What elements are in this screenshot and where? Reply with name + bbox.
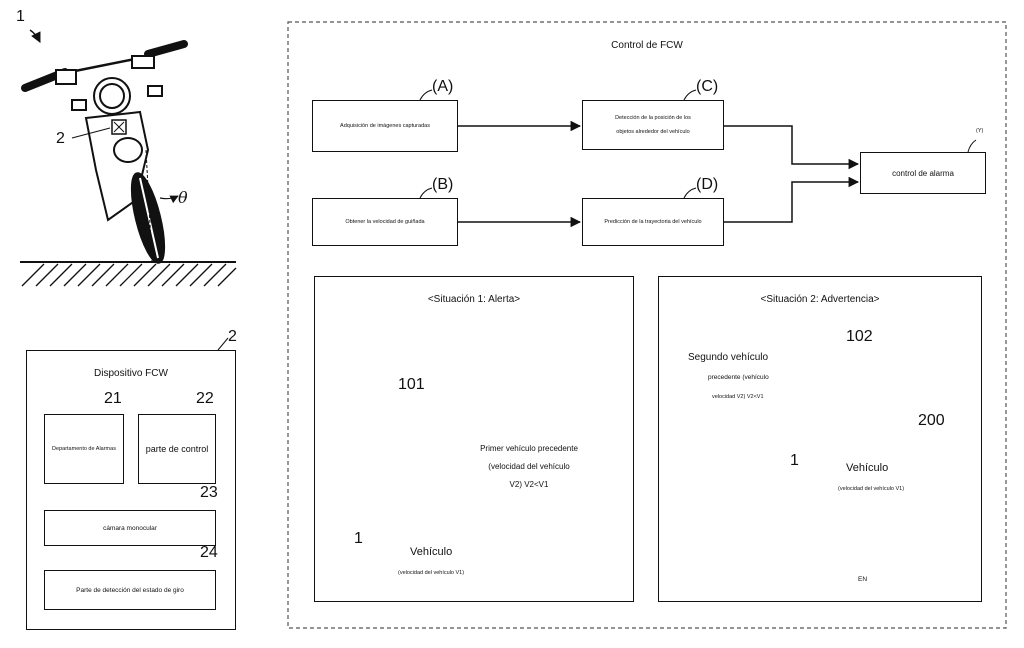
situation2-title: <Situación 2: Advertencia> — [760, 294, 880, 305]
situation1-obstacle-line1: Primer vehículo precedente — [480, 444, 578, 453]
ground-hatching — [21, 263, 237, 287]
control-part-label: parte de control — [145, 444, 209, 454]
control-part-block: parte de control — [138, 414, 216, 484]
situation2-obstacle-line2: precedente (vehículo — [708, 374, 769, 381]
alarm-department-ref: 21 — [104, 390, 122, 407]
situation2-curve-ref: 200 — [918, 412, 945, 429]
situation1-obstacle-ref: 101 — [398, 376, 425, 393]
fcw-device-marker-ref: 2 — [56, 130, 65, 147]
lean-angle-symbol: θ — [178, 188, 188, 207]
alarm-department-block: Departamento de Alarmas — [44, 414, 124, 484]
mono-camera-block: cámara monocular — [44, 510, 216, 546]
block-b: Obtener la velocidad de guiñada — [312, 198, 458, 246]
fcw-device-title: Dispositivo FCW — [94, 368, 168, 379]
mono-camera-label: cámara monocular — [103, 524, 157, 532]
situation2-vehicle-ref: 1 — [790, 452, 799, 469]
arrow-c-to-y — [724, 125, 860, 170]
block-d-tag: (D) — [696, 176, 719, 193]
situation2-vehicle-label: Vehículo — [846, 462, 889, 474]
block-c-label-line2: objetos alrededor del vehículo — [616, 129, 690, 135]
block-y: control de alarma — [860, 152, 986, 194]
block-c-tag: (C) — [696, 78, 719, 95]
block-b-label: Obtener la velocidad de guiñada — [345, 219, 425, 225]
situation2-obstacle-ref: 102 — [846, 328, 873, 345]
block-a-label: Adquisición de imágenes capturadas — [340, 123, 430, 129]
situation1-vehicle-speed: (velocidad del vehículo V1) — [398, 570, 465, 576]
block-b-tag: (B) — [432, 176, 454, 193]
motorcycle-figure-ref: 1 — [16, 8, 25, 25]
situation1-vehicle-label: Vehículo — [410, 546, 453, 558]
situation1-panel — [314, 276, 634, 602]
block-y-tag: (Y) — [976, 128, 984, 134]
turn-detection-label: Parte de detección del estado de giro — [76, 586, 184, 594]
alarm-department-label: Departamento de Alarmas — [52, 446, 116, 452]
situation2-vehicle-speed: (velocidad del vehículo V1) — [838, 486, 905, 492]
situation2-panel — [658, 276, 982, 602]
arrow-d-to-y — [724, 176, 860, 223]
fcw-device-ref: 2 — [228, 328, 237, 345]
turn-detection-ref: 24 — [200, 544, 218, 561]
block-a-tag: (A) — [432, 78, 454, 95]
fcw-control-frame — [287, 21, 1007, 629]
situation2-obstacle-line3: velocidad V2) V2<V1 — [712, 394, 764, 400]
turn-detection-block: Parte de detección del estado de giro — [44, 570, 216, 610]
situation2-obstacle-line1: Segundo vehículo — [688, 352, 769, 363]
mono-camera-ref: 23 — [200, 484, 218, 501]
figure-pointer-arrow — [29, 29, 41, 43]
block-c-label-line1: Detección de la posición de los — [615, 115, 691, 121]
situation1-obstacle-line3: V2) V2<V1 — [509, 480, 549, 489]
situation1-title: <Situación 1: Alerta> — [427, 294, 521, 305]
situation1-obstacle-line2: (velocidad del vehículo — [488, 462, 570, 471]
motorcycle-handlebar-right — [144, 40, 188, 58]
situation1-vehicle-ref: 1 — [354, 530, 363, 547]
control-part-ref: 22 — [196, 390, 214, 407]
block-y-label: control de alarma — [892, 168, 954, 178]
block-a: Adquisición de imágenes capturadas — [312, 100, 458, 152]
block-c: Detección de la posición de los objetos … — [582, 100, 724, 150]
motorcycle-figure — [20, 29, 236, 264]
block-d: Predicción de la trayectoria del vehícul… — [582, 198, 724, 246]
situation2-width-label: EN — [858, 576, 868, 583]
block-d-label: Predicción de la trayectoria del vehícul… — [604, 219, 702, 225]
fcw-control-title: Control de FCW — [611, 40, 683, 51]
